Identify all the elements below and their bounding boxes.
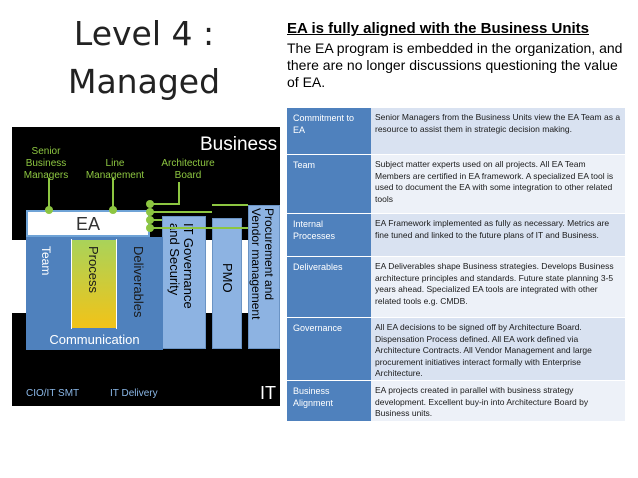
connector-line (112, 178, 114, 210)
role-line-management: Line Management (85, 158, 145, 181)
role-architecture-board: Architecture Board (161, 158, 215, 181)
connector-line (150, 219, 162, 221)
connector-dot (146, 216, 154, 224)
process-gradient (72, 240, 116, 328)
section-heading: EA is fully aligned with the Business Un… (287, 20, 589, 37)
divider (71, 239, 72, 329)
communication-bar: Communication (26, 330, 163, 350)
table-row: Governance All EA decisions to be signed… (287, 318, 625, 381)
procurement-column: Procurement and Vendor management (248, 205, 280, 349)
table-row: Deliverables EA Deliverables shape Busin… (287, 257, 625, 318)
pmo-column: PMO (212, 218, 242, 349)
procurement-label-2: Vendor management (249, 208, 263, 320)
table-description: EA Deliverables shape Business strategie… (371, 257, 625, 317)
business-label: Business (200, 134, 278, 155)
it-governance-column: IT Governance and Security (162, 216, 206, 349)
intro-text: The EA program is embedded in the organi… (287, 40, 623, 90)
table-row: Team Subject matter experts used on all … (287, 155, 625, 214)
page-title: Level 4 : Managed (30, 10, 258, 106)
connector-dot (109, 206, 117, 214)
maturity-table: Commitment to EA Senior Managers from th… (287, 108, 625, 422)
role-cio-it-smt: CIO/IT SMT (26, 388, 80, 399)
connector-dot (146, 224, 154, 232)
table-aspect: Governance (287, 318, 371, 380)
table-aspect: Team (287, 155, 371, 213)
connector-line (212, 204, 248, 206)
title-line-1: Level 4 : (73, 14, 215, 53)
process-label: Process (86, 246, 101, 293)
table-aspect: Commitment to EA (287, 108, 371, 154)
it-label: IT (260, 383, 276, 403)
deliverables-label: Deliverables (131, 246, 146, 318)
procurement-label-1: Procurement and (262, 208, 276, 301)
divider (116, 239, 117, 329)
table-description: Senior Managers from the Business Units … (371, 108, 625, 154)
table-description: EA Framework implemented as fully as nec… (371, 214, 625, 256)
connector-line (150, 203, 180, 205)
connector-dot (146, 208, 154, 216)
role-it-delivery: IT Delivery (110, 388, 158, 399)
connector-line (150, 211, 212, 213)
table-aspect: Business Alignment (287, 381, 371, 421)
table-description: Subject matter experts used on all proje… (371, 155, 625, 213)
table-row: Internal Processes EA Framework implemen… (287, 214, 625, 257)
table-description: EA projects created in parallel with bus… (371, 381, 625, 421)
table-aspect: Deliverables (287, 257, 371, 317)
connector-line (178, 182, 180, 204)
it-governance-label-1: IT Governance (181, 223, 196, 309)
pmo-label: PMO (220, 263, 235, 293)
connector-line (48, 178, 50, 210)
title-line-2: Managed (67, 62, 221, 101)
table-description: All EA decisions to be signed off by Arc… (371, 318, 625, 380)
table-row: Business Alignment EA projects created i… (287, 381, 625, 422)
ea-label: EA (26, 210, 150, 237)
connector-line (150, 227, 248, 229)
table-row: Commitment to EA Senior Managers from th… (287, 108, 625, 155)
connector-dot (45, 206, 53, 214)
role-senior-business-managers: Senior Business Managers (23, 146, 69, 181)
team-label: Team (39, 246, 53, 276)
table-aspect: Internal Processes (287, 214, 371, 256)
connector-dot (146, 200, 154, 208)
it-governance-label-2: and Security (167, 223, 182, 296)
